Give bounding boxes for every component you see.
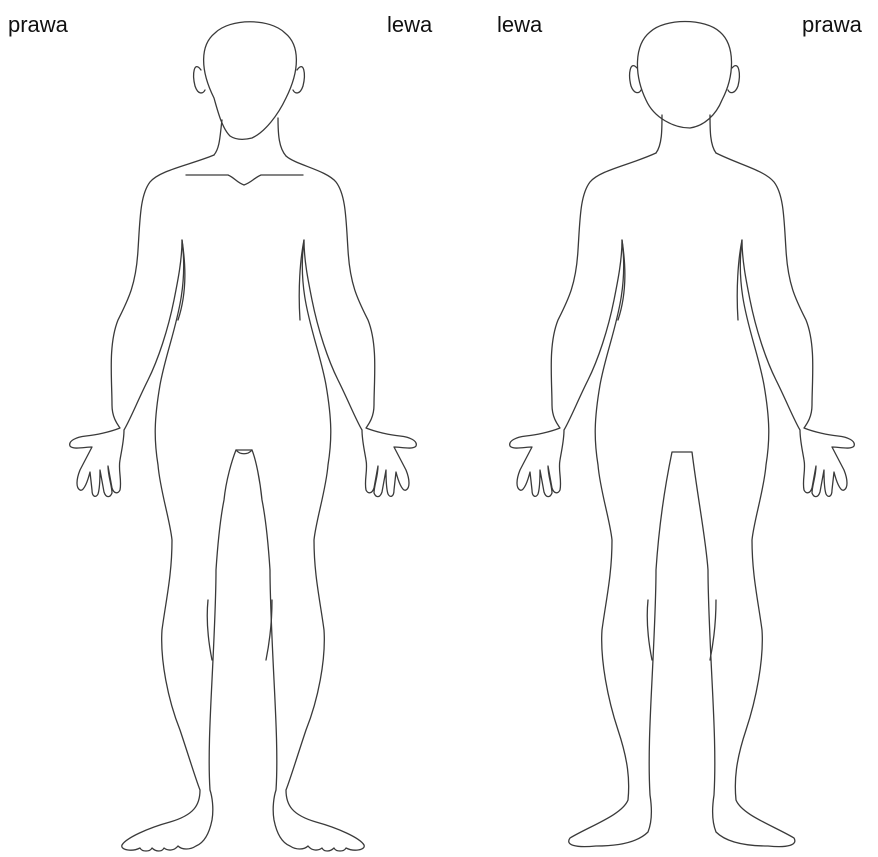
front-neck-left xyxy=(214,120,222,155)
back-neck-left xyxy=(656,115,662,153)
back-neck-right xyxy=(710,115,716,153)
back-left-knee xyxy=(647,600,652,660)
front-neck-right xyxy=(278,118,286,156)
back-body-outline xyxy=(510,153,855,847)
front-right-knee xyxy=(207,600,212,660)
front-left-ear xyxy=(194,67,205,93)
front-body-outline xyxy=(70,155,417,851)
front-body-figure xyxy=(70,22,417,851)
back-head xyxy=(637,22,731,129)
back-body-figure xyxy=(510,22,855,847)
front-right-ear xyxy=(293,67,304,93)
front-collarbone xyxy=(186,175,303,185)
front-head xyxy=(204,22,297,140)
